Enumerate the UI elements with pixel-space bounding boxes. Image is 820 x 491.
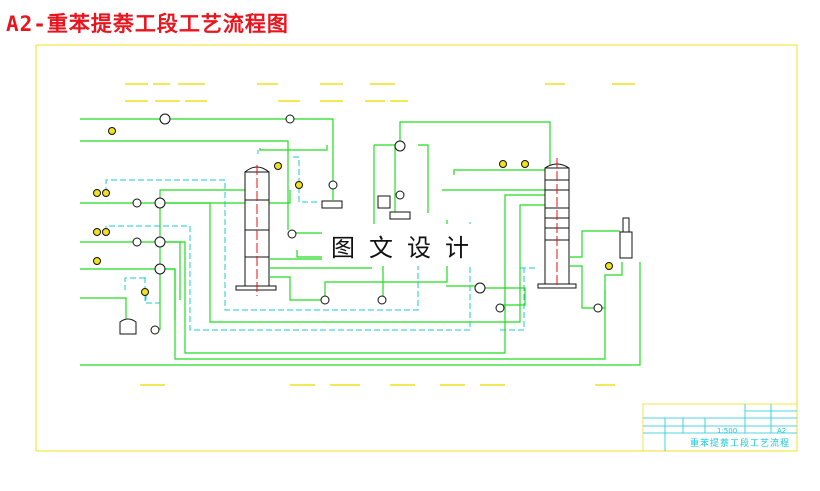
control-valve-icon (132, 237, 142, 247)
heat-exchanger-icon (154, 263, 166, 275)
condenser-icon (619, 231, 633, 259)
storage-tank-icon (377, 195, 391, 209)
pump-icon (495, 303, 505, 313)
title-block-drawing-name: 重苯提萘工段工艺流程 (690, 439, 791, 449)
control-valve-icon (328, 180, 338, 190)
heat-exchanger-icon (474, 282, 486, 294)
instruments (93, 127, 613, 296)
cooler-icon (321, 200, 343, 209)
pump-icon (320, 295, 330, 305)
control-valve-icon (285, 114, 295, 124)
title-block-scale: 1:500 (717, 427, 738, 435)
equipment-labels (125, 83, 635, 386)
storage-tank-icon (119, 318, 137, 335)
pump-icon (159, 113, 171, 125)
distillation-column-1 (235, 165, 277, 296)
title-block (642, 403, 798, 452)
pump-icon (150, 325, 160, 335)
distillation-column-2 (537, 158, 577, 289)
drawing-border (35, 44, 798, 452)
pump-icon (593, 303, 603, 313)
heat-exchanger-icon (154, 197, 166, 209)
title-block-size: A2 (777, 427, 787, 435)
control-valve-icon (132, 198, 142, 208)
watermark: 图文设计 (322, 224, 492, 266)
cooler-icon (389, 211, 411, 220)
heat-exchanger-icon (154, 236, 166, 248)
control-valve-icon (395, 190, 405, 200)
pump-icon (287, 229, 297, 239)
equipment-symbols (119, 113, 633, 335)
process-lines (80, 118, 641, 366)
heat-exchanger-icon (394, 140, 406, 152)
drawing-title: A2-重苯提萘工段工艺流程图 (6, 12, 289, 36)
pump-icon (377, 295, 387, 305)
